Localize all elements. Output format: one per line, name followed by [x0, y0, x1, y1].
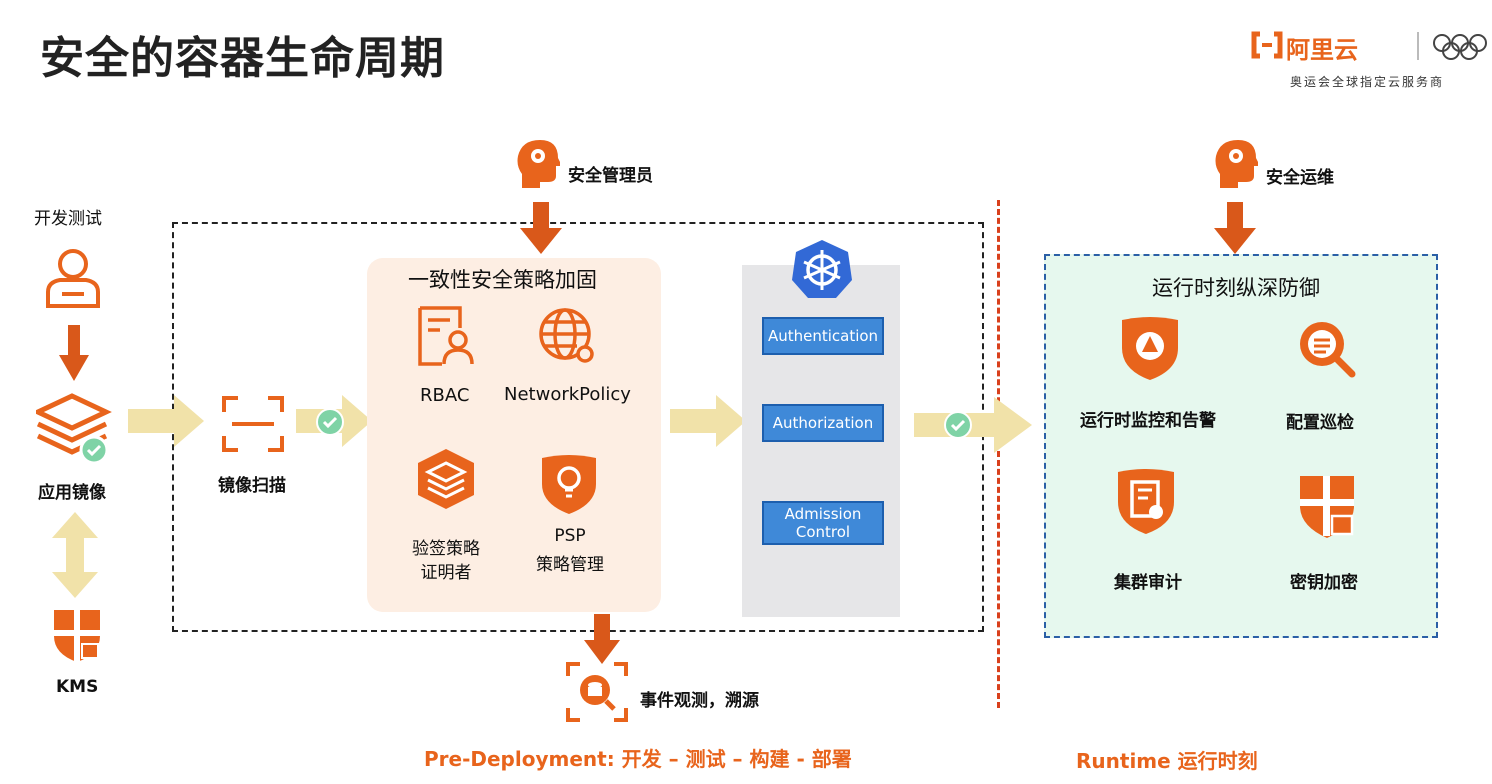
- runtime-monitor-icon: [1118, 314, 1182, 386]
- scan-icon: [222, 396, 284, 456]
- brand-divider: [1417, 32, 1419, 60]
- app-image-label: 应用镜像: [38, 483, 106, 503]
- attestor-label-1: 验签策略: [412, 539, 480, 559]
- runtime-defense-panel: [1044, 254, 1438, 638]
- brand-subtitle: 奥运会全球指定云服务商: [1290, 75, 1445, 89]
- right-arrow-4: [914, 397, 1032, 457]
- pass-shield-icon-2: [944, 411, 972, 443]
- down-arrow-admin: [520, 202, 562, 258]
- developer-icon: [44, 246, 102, 314]
- event-trace-label: 事件观测，溯源: [640, 691, 759, 711]
- event-search-icon: [566, 662, 628, 726]
- config-inspect-icon: [1294, 316, 1358, 384]
- runtime-footer: Runtime 运行时刻: [1076, 749, 1258, 773]
- pre-deployment-footer: Pre-Deployment: 开发 – 测试 – 构建 - 部署: [424, 747, 852, 771]
- attestor-label-2: 证明者: [420, 563, 472, 583]
- down-arrow-events: [584, 614, 620, 668]
- rbac-label: RBAC: [420, 385, 470, 406]
- attestor-layers-icon: [414, 447, 478, 515]
- authorization-box: Authorization: [762, 404, 884, 442]
- runtime-monitor-label: 运行时监控和告警: [1080, 411, 1216, 431]
- brand-name: 阿里云: [1286, 36, 1358, 64]
- kubernetes-logo-icon: [790, 238, 854, 304]
- layers-stack-icon: [32, 392, 112, 472]
- admission-label-2: Control: [795, 523, 851, 541]
- runtime-title: 运行时刻纵深防御: [1152, 276, 1320, 300]
- kms-shield-icon: [50, 606, 104, 668]
- psp-management-label: 策略管理: [536, 555, 604, 575]
- authentication-box: Authentication: [762, 317, 884, 355]
- down-arrow-dev: [59, 325, 89, 385]
- security-ops-label: 安全运维: [1266, 168, 1334, 188]
- networkpolicy-label: NetworkPolicy: [504, 384, 631, 405]
- policy-title: 一致性安全策略加固: [408, 268, 597, 292]
- network-globe-icon: [537, 306, 597, 370]
- kms-label: KMS: [56, 677, 99, 697]
- rbac-icon: [412, 304, 476, 372]
- aliyun-logo-icon: [1250, 30, 1284, 64]
- down-arrow-ops: [1214, 202, 1256, 258]
- image-scan-label: 镜像扫描: [218, 476, 286, 496]
- policy-hardening-panel: [367, 258, 661, 612]
- psp-shield-icon: [538, 452, 600, 520]
- security-admin-label: 安全管理员: [568, 166, 653, 186]
- key-encrypt-icon: [1296, 472, 1360, 544]
- psp-label: PSP: [554, 526, 586, 546]
- dev-test-label: 开发测试: [34, 209, 102, 229]
- page-title: 安全的容器生命周期: [40, 33, 445, 84]
- admin-head-icon: [516, 138, 562, 194]
- key-encrypt-label: 密钥加密: [1290, 573, 1358, 593]
- pass-shield-icon-1: [316, 408, 344, 440]
- admission-control-box: Admission Control: [762, 501, 884, 545]
- phase-divider: [997, 200, 1000, 708]
- config-inspect-label: 配置巡检: [1286, 413, 1354, 433]
- double-arrow: [52, 512, 98, 602]
- cluster-audit-icon: [1114, 466, 1178, 540]
- admission-label-1: Admission: [784, 505, 862, 523]
- ops-head-icon: [1214, 138, 1260, 194]
- right-arrow-1: [128, 395, 204, 451]
- cluster-audit-label: 集群审计: [1114, 573, 1182, 593]
- right-arrow-3: [670, 395, 746, 451]
- olympic-rings-icon: [1432, 32, 1492, 66]
